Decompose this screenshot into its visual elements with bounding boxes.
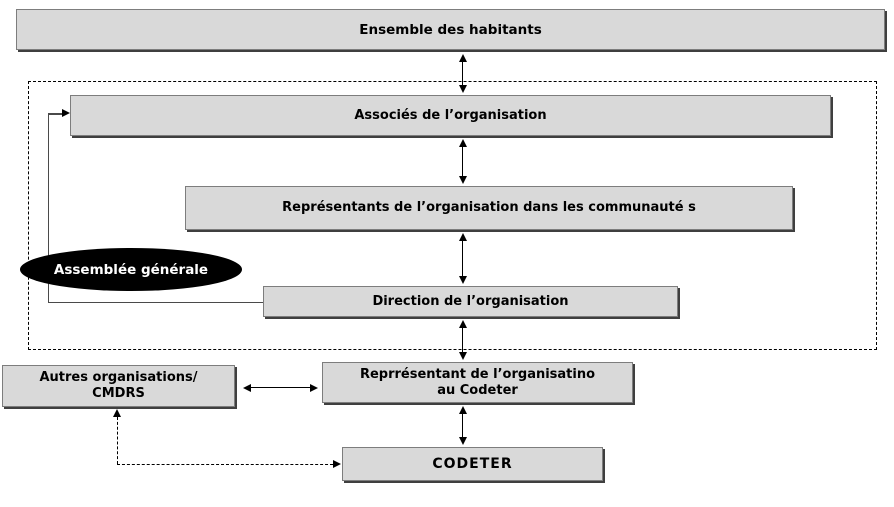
feedback-line-stub (48, 113, 63, 115)
dashed-line-vertical (117, 417, 118, 464)
arrowhead-up-icon (458, 233, 467, 241)
arrow-shaft (251, 386, 310, 389)
arrowhead-up-icon (458, 139, 467, 147)
arrow-associes-representants (458, 139, 467, 184)
node-autres-organisations-cmdrs: Autres organisations/ CMDRS (2, 365, 235, 407)
arrow-representants-direction (458, 233, 467, 284)
node-representant-au-codeter: Reprrésentant de l’organisatino au Codet… (322, 362, 633, 403)
node-label: Associés de l’organisation (354, 107, 547, 123)
arrowhead-down-icon (458, 276, 467, 284)
node-label: Ensemble des habitants (359, 21, 542, 38)
node-codeter: CODETER (342, 447, 603, 481)
arrow-shaft (461, 328, 464, 352)
feedback-arrowhead-right-icon (62, 109, 70, 117)
node-representants-communautes: Représentants de l’organisation dans les… (185, 186, 793, 230)
arrowhead-down-icon (458, 85, 467, 93)
node-label: Assemblée générale (53, 261, 209, 278)
arrowhead-up-icon (458, 320, 467, 328)
dashed-line-horizontal (117, 464, 333, 465)
node-label-line1: Autres organisations/ (39, 370, 198, 385)
feedback-line-horizontal (48, 302, 263, 303)
node-label: CODETER (432, 456, 513, 472)
organisation-boundary-dashed-rect (28, 81, 877, 350)
arrow-shaft (461, 147, 464, 176)
node-ensemble-des-habitants: Ensemble des habitants (16, 9, 885, 50)
node-associes-organisation: Associés de l’organisation (70, 95, 831, 136)
arrowhead-down-icon (458, 352, 467, 360)
arrow-direction-representant-codeter (458, 320, 467, 360)
node-label-line2: au Codeter (437, 382, 518, 398)
arrowhead-down-icon (458, 437, 467, 445)
node-assemblee-generale: Assemblée générale (20, 248, 242, 291)
arrowhead-up-icon (458, 54, 467, 62)
arrowhead-down-icon (458, 176, 467, 184)
dashed-arrowhead-right-icon (333, 460, 341, 468)
arrow-shaft (461, 414, 464, 437)
arrowhead-left-icon (243, 383, 251, 392)
arrowhead-right-icon (310, 383, 318, 392)
feedback-line-vertical (48, 113, 49, 303)
node-direction-organisation: Direction de l’organisation (263, 286, 678, 317)
node-label: Représentants de l’organisation dans les… (282, 200, 696, 215)
arrow-shaft (461, 62, 464, 85)
node-label: Direction de l’organisation (372, 293, 569, 309)
node-label-line2: CMDRS (92, 386, 145, 401)
dashed-arrowhead-up-icon (113, 409, 121, 417)
arrow-ensemble-associes (458, 54, 467, 93)
arrow-autres-representant (243, 383, 318, 392)
arrow-shaft (461, 241, 464, 276)
node-label-line1: Reprrésentant de l’organisatino (359, 366, 596, 382)
arrow-representant-codeter (458, 406, 467, 445)
arrowhead-up-icon (458, 406, 467, 414)
